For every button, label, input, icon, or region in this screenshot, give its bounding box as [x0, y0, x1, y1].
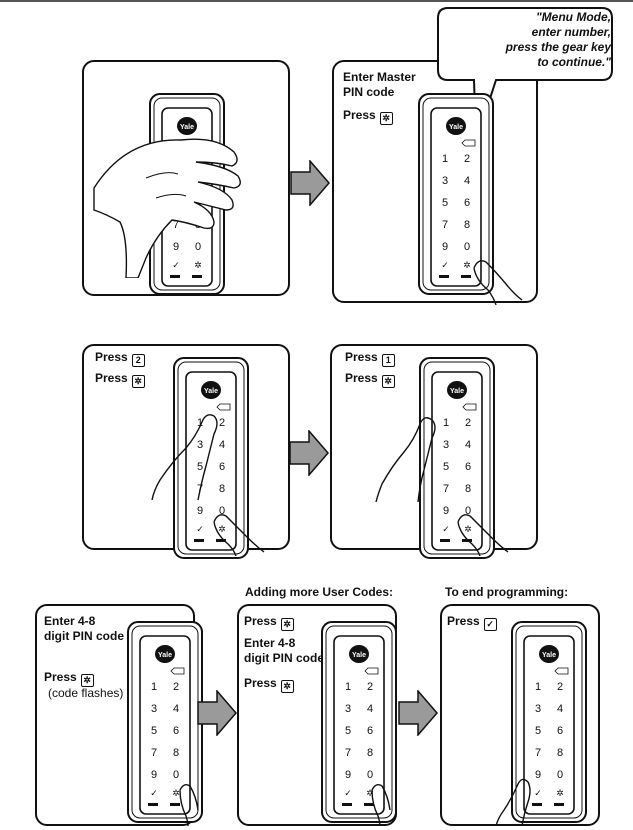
step6-press-label-1: Press [244, 614, 277, 628]
gear-key-icon: ✲ [280, 680, 294, 693]
step3-press-label-1: Press [95, 350, 128, 364]
hand-press-gear-icon [457, 514, 509, 556]
hand-wake-icon [93, 138, 241, 278]
step7-press-line: Press✓ [447, 614, 497, 631]
gear-key-icon: ✲ [80, 674, 94, 687]
hand-press-2-icon [151, 414, 218, 500]
right-arrow-icon [398, 690, 438, 736]
step6-instruction: Enter 4-8 digit PIN code [244, 636, 325, 665]
hand-press-gear-icon [213, 514, 265, 556]
step4-press-label-2: Press [345, 371, 378, 385]
check-key-icon: ✓ [483, 618, 497, 631]
hand-press-gear-icon [473, 260, 523, 305]
step2-press-line: Press✲ [343, 108, 393, 125]
callout-text: "Menu Mode, enter number, press the gear… [505, 10, 611, 69]
right-arrow-icon [197, 690, 237, 736]
gear-key-icon: ✲ [379, 112, 393, 125]
right-arrow-icon [290, 160, 330, 206]
hand-press-1-icon [375, 417, 436, 502]
step7-press-label: Press [447, 614, 480, 628]
top-rule [0, 0, 633, 2]
step5-press-line: Press✲ [44, 670, 94, 687]
gear-key-icon: ✲ [381, 375, 395, 388]
number-key-icon: 2 [131, 354, 145, 367]
gear-key-icon: ✲ [280, 618, 294, 631]
step5-note: (code flashes) [48, 686, 124, 700]
step5-instruction: Enter 4-8 digit PIN code [44, 614, 125, 643]
step5-press-label: Press [44, 670, 77, 684]
number-key-icon: 1 [381, 354, 395, 367]
step4-press-label-1: Press [345, 350, 378, 364]
step6-press-line-2: Press✲ [244, 676, 294, 693]
step2-instruction: Enter Master PIN code [343, 70, 416, 99]
hand-press-gear-icon [371, 783, 391, 826]
step3-press-label-2: Press [95, 371, 128, 385]
step7-heading: To end programming: [445, 585, 569, 599]
right-arrow-icon [289, 430, 329, 476]
hand-press-check-icon [495, 778, 531, 826]
step3-press-line-2: Press✲ [95, 371, 145, 388]
step6-press-line-1: Press✲ [244, 614, 294, 631]
hand-press-gear-icon [179, 783, 199, 826]
step4-press-line-2: Press✲ [345, 371, 395, 388]
gear-key-icon: ✲ [131, 375, 145, 388]
step6-press-label-2: Press [244, 676, 277, 690]
step6-heading: Adding more User Codes: [245, 585, 394, 599]
step2-press-label: Press [343, 108, 376, 122]
